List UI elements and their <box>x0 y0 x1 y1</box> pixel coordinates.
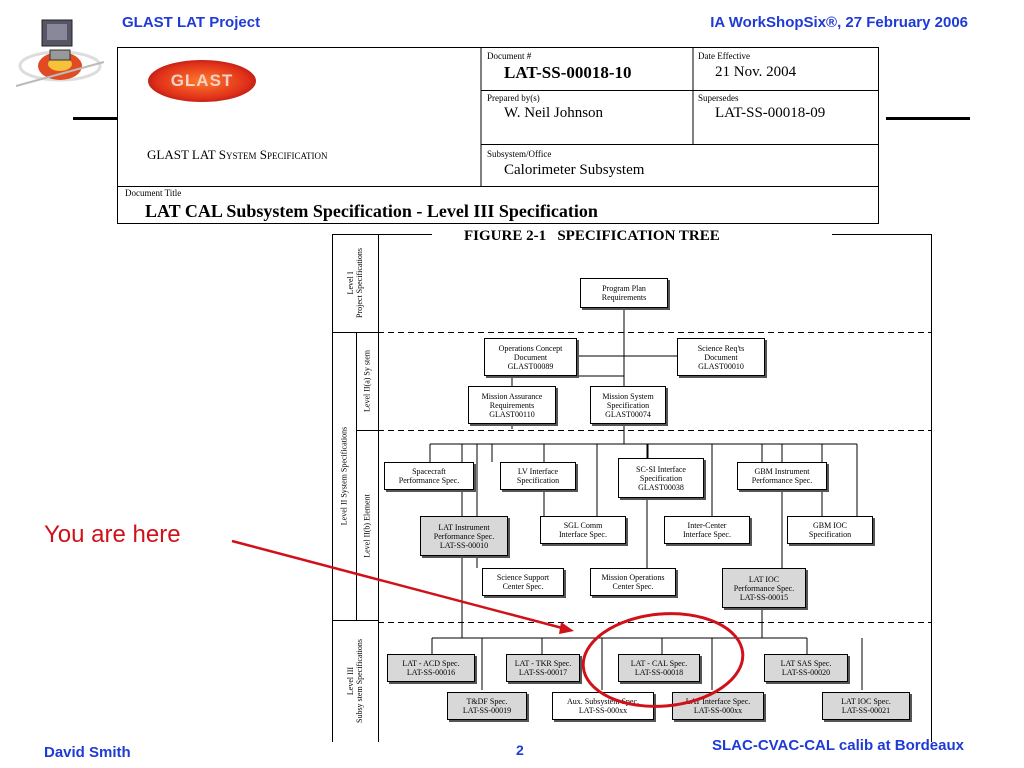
specification-tree: FIGURE 2-1 SPECIFICATION TREE Level I Pr… <box>332 226 932 742</box>
prepared-by-label: Prepared by(s) <box>487 93 540 103</box>
node-mission-assurance: Mission Assurance Requirements GLAST0011… <box>468 386 556 424</box>
node-program-plan: Program Plan Requirements <box>580 278 668 308</box>
footer-right-text: SLAC-CVAC-CAL calib at Bordeaux <box>712 737 964 754</box>
node-sgl-comm: SGL Comm Interface Spec. <box>540 516 626 544</box>
document-header-block: GLAST GLAST LAT System Specification Doc… <box>117 47 879 224</box>
level-2a-label: Level II(a) Sy stem <box>362 350 372 412</box>
node-gbm-ioc: GBM IOC Specification <box>787 516 873 544</box>
node-lat-cal: LAT - CAL Spec. LAT-SS-00018 <box>618 654 700 682</box>
glast-logo-text: GLAST <box>170 71 234 90</box>
document-title: LAT CAL Subsystem Specification - Level … <box>145 201 598 221</box>
node-lat-interface: LAT Interface Spec. LAT-SS-000xx <box>672 692 764 720</box>
date-effective-label: Date Effective <box>698 51 751 61</box>
supersedes: LAT-SS-00018-09 <box>715 105 826 121</box>
node-mission-system: Mission System Specification GLAST00074 <box>590 386 666 424</box>
footer-author: David Smith <box>44 744 131 761</box>
node-scsi-interface: SC-SI Interface Specification GLAST00038 <box>618 458 704 498</box>
prepared-by: W. Neil Johnson <box>504 105 604 121</box>
node-lat-ioc-spec: LAT IOC Spec. LAT-SS-00021 <box>822 692 910 720</box>
header-right-title: IA WorkShopSix®, 27 February 2006 <box>710 14 968 31</box>
supersedes-label: Supersedes <box>698 93 739 103</box>
node-gbm-instrument: GBM Instrument Performance Spec. <box>737 462 827 490</box>
node-ops-concept: Operations Concept Document GLAST00089 <box>484 338 577 376</box>
subsystem-label: Subsystem/Office <box>487 149 552 159</box>
glast-satellite-icon <box>14 14 114 94</box>
figure-title: FIGURE 2-1 SPECIFICATION TREE <box>464 228 720 244</box>
node-spacecraft: Spacecraft Performance Spec. <box>384 462 474 490</box>
subsystem: Calorimeter Subsystem <box>504 162 645 178</box>
glast-logo: GLAST <box>147 59 257 103</box>
node-science-reqs: Science Req'ts Document GLAST00010 <box>677 338 765 376</box>
level-1-label: Level I Project Specifications <box>346 248 364 318</box>
node-science-support: Science Support Center Spec. <box>482 568 564 596</box>
node-aux-subsystem: Aux. Subsystem Spec. LAT-SS-000xx <box>552 692 654 720</box>
node-mission-ops: Mission Operations Center Spec. <box>590 568 676 596</box>
node-lat-tkr: LAT - TKR Spec. LAT-SS-00017 <box>506 654 580 682</box>
node-lat-sas: LAT SAS Spec. LAT-SS-00020 <box>764 654 848 682</box>
node-lv-interface: LV Interface Specification <box>500 462 576 490</box>
header-left-title: GLAST LAT Project <box>122 14 261 31</box>
node-lat-acd: LAT - ACD Spec. LAT-SS-00016 <box>387 654 475 682</box>
level-2-label: Level II System Specifications <box>339 426 349 526</box>
node-inter-center: Inter-Center Interface Spec. <box>664 516 750 544</box>
header-rule-right <box>886 117 970 120</box>
node-tdf: T&DF Spec. LAT-SS-00019 <box>447 692 527 720</box>
footer-page-number: 2 <box>516 742 524 758</box>
header-rule-left <box>73 117 118 120</box>
document-number: LAT-SS-00018-10 <box>504 63 632 82</box>
level-2b-label: Level II(b) Element <box>362 494 372 558</box>
system-spec-title: GLAST LAT System Specification <box>147 147 328 162</box>
you-are-here-label: You are here <box>44 521 181 548</box>
node-lat-instrument: LAT Instrument Performance Spec. LAT-SS-… <box>420 516 508 556</box>
document-title-label: Document Title <box>125 188 182 198</box>
date-effective: 21 Nov. 2004 <box>715 64 797 80</box>
document-number-label: Document # <box>487 51 532 61</box>
level-3-label: Level III Subsy stem Specifications <box>346 639 364 723</box>
node-lat-ioc-perf: LAT IOC Performance Spec. LAT-SS-00015 <box>722 568 806 608</box>
